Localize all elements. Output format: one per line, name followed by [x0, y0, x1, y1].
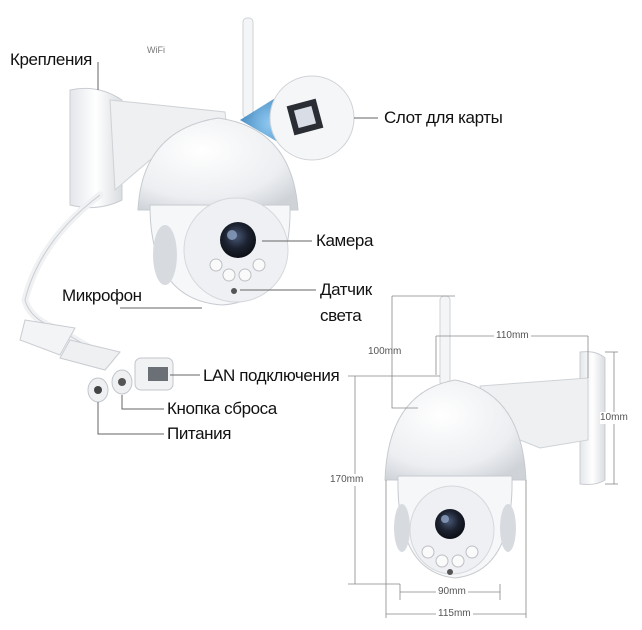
left-side-grill [153, 225, 177, 285]
right-dome [384, 379, 527, 481]
light-sensor-label-2: света [320, 306, 362, 325]
camera-label: Камера [316, 231, 374, 250]
lens-width-dim: 90mm [436, 586, 468, 598]
right-camera [384, 295, 606, 579]
mounts-label: Крепления [10, 50, 92, 69]
left-lens [220, 222, 256, 258]
left-dome [137, 117, 299, 211]
reset-button-label: Кнопка сброса [167, 399, 277, 418]
antenna-height-dim: 100mm [368, 346, 402, 357]
left-light-sensor [231, 288, 237, 294]
arm-length-dim: 110mm [494, 330, 531, 342]
right-ir-leds [421, 545, 479, 568]
left-connectors [19, 319, 174, 403]
right-lens [435, 509, 465, 539]
wifi-label: WiFi [147, 45, 165, 55]
light-sensor-label-1: Датчик [320, 280, 372, 299]
mount-width-dim: 10mm [600, 412, 628, 424]
total-height-dim: 170mm [330, 474, 364, 486]
card-slot-label: Слот для карты [384, 108, 503, 127]
left-antenna [242, 17, 254, 119]
left-ir-leds [209, 258, 266, 282]
dimension-lines [348, 295, 618, 618]
lan-label: LAN подключения [203, 366, 340, 385]
body-width-dim: 115mm [436, 608, 473, 620]
power-label: Питания [167, 424, 232, 443]
left-leader-lines [97, 62, 378, 435]
microphone-label: Микрофон [62, 286, 142, 305]
left-camera [19, 17, 355, 403]
right-antenna [439, 295, 451, 387]
